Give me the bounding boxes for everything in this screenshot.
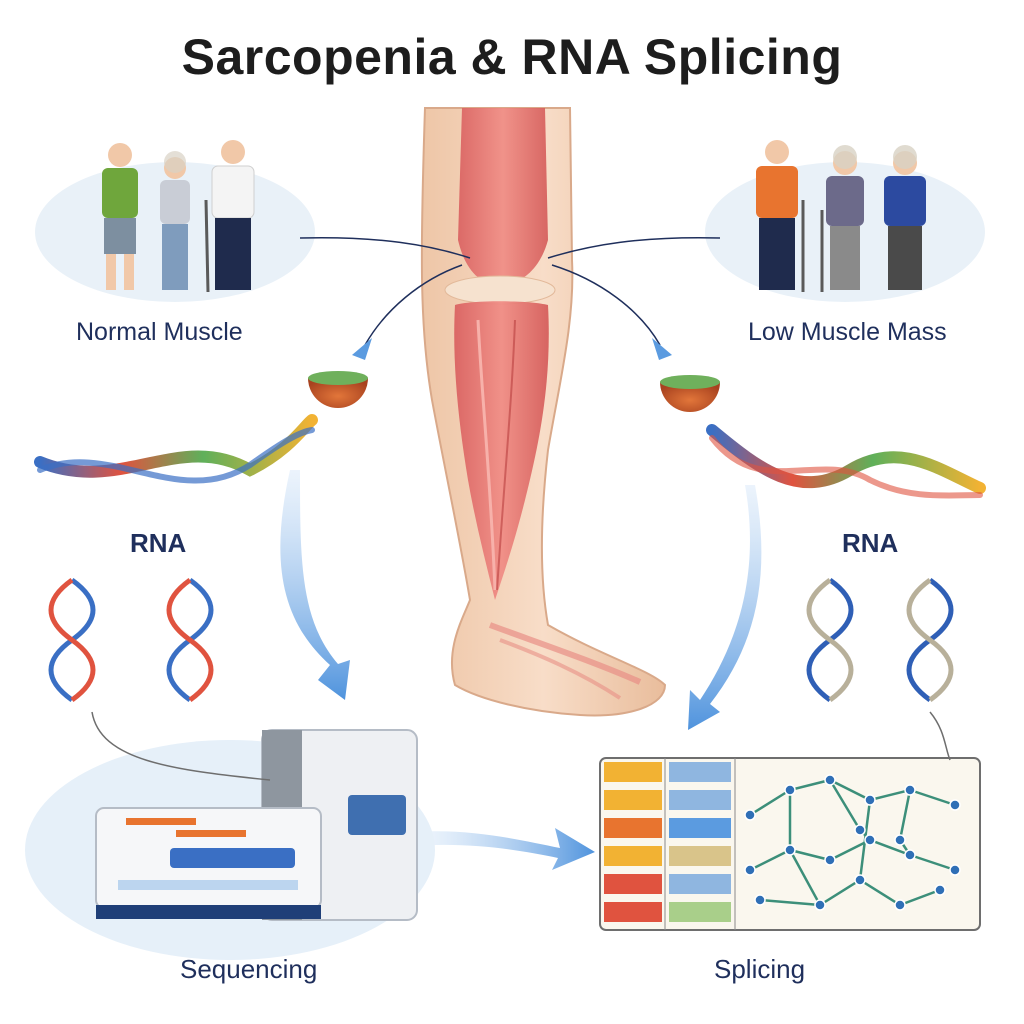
connector-line (364, 264, 463, 346)
tissue-sample-bowl-icon (308, 371, 368, 408)
rna-ribbon-left (34, 414, 318, 484)
flow-arrow-icon (280, 470, 350, 700)
elderly-person-icon (884, 145, 926, 290)
sequencing-machine-icon (25, 729, 435, 960)
elderly-person-icon (204, 140, 255, 293)
sequencing-label: Sequencing (180, 954, 318, 984)
elderly-person-icon (820, 145, 864, 292)
elderly-person-icon (102, 143, 138, 290)
leg-muscle-anatomy (420, 107, 667, 717)
low-mass-population-oval (705, 140, 985, 302)
small-arrow-icon (352, 338, 372, 360)
connector-line (929, 711, 951, 761)
rna-label-left: RNA (130, 528, 187, 558)
dna-helix-icon (48, 577, 214, 703)
elderly-person-icon (756, 140, 805, 292)
connector-line (551, 264, 661, 346)
rna-ribbon-right (706, 424, 986, 499)
normal-population-oval (35, 140, 315, 302)
splicing-network-panel (599, 757, 981, 931)
connector-line (299, 236, 471, 259)
small-arrow-icon (652, 338, 672, 360)
tissue-sample-bowl-icon (660, 375, 720, 412)
connector-line (547, 236, 721, 259)
connector-line (91, 711, 271, 781)
page-title: Sarcopenia & RNA Splicing (181, 29, 843, 85)
elderly-person-icon (160, 151, 190, 290)
flow-arrow-icon (415, 828, 595, 870)
splicing-label: Splicing (714, 954, 806, 984)
normal-muscle-label: Normal Muscle (76, 318, 243, 346)
flow-arrow-icon (688, 485, 762, 730)
low-muscle-mass-label: Low Muscle Mass (748, 318, 947, 346)
dna-helix-icon (806, 577, 954, 703)
rna-label-right: RNA (842, 528, 899, 558)
